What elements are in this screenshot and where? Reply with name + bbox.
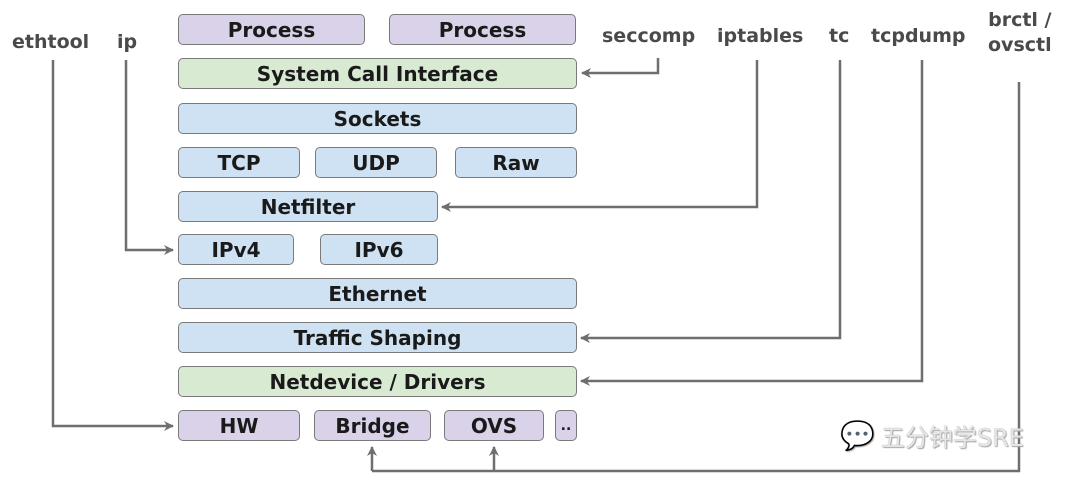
ip-label: ip xyxy=(117,31,138,53)
tcpdump-label: tcpdump xyxy=(871,25,966,47)
netdevice-label: Netdevice / Drivers xyxy=(269,369,486,394)
ipv6-label: IPv6 xyxy=(354,237,404,262)
ethernet-label: Ethernet xyxy=(328,281,427,306)
tcpdump-arrow xyxy=(580,60,924,386)
raw-box: Raw xyxy=(455,147,577,178)
brctl-ovsctl-label: brctl / ovsctl xyxy=(988,8,1052,58)
traffic-shaping-label: Traffic Shaping xyxy=(293,325,462,350)
tcp-box: TCP xyxy=(178,147,300,178)
ovs-label: OVS xyxy=(470,413,518,438)
syscall-label: System Call Interface xyxy=(256,61,499,86)
process-label-1: Process xyxy=(227,17,316,42)
seccomp-label: seccomp xyxy=(602,25,696,47)
bridge-box: Bridge xyxy=(314,410,431,441)
bridge-label: Bridge xyxy=(335,413,410,438)
udp-box: UDP xyxy=(315,147,437,178)
iptables-label: iptables xyxy=(717,25,804,47)
seccomp-arrow xyxy=(581,58,660,78)
tc-label: tc xyxy=(829,25,850,47)
netfilter-label: Netfilter xyxy=(260,194,356,219)
netdevice-box: Netdevice / Drivers xyxy=(178,366,577,397)
ipv6-box: IPv6 xyxy=(320,234,438,265)
process-box-1: Process xyxy=(178,14,365,45)
tc-arrow xyxy=(580,60,842,343)
sockets-label: Sockets xyxy=(333,106,422,131)
wechat-icon: 💬 xyxy=(840,419,875,452)
process-box-2: Process xyxy=(389,14,576,45)
syscall-box: System Call Interface xyxy=(178,58,577,89)
more-box: .. xyxy=(555,410,577,441)
ipv4-box: IPv4 xyxy=(178,234,294,265)
netfilter-box: Netfilter xyxy=(178,191,438,222)
brctl-label: brctl / xyxy=(988,9,1052,31)
ipv4-label: IPv4 xyxy=(211,237,261,262)
brctl-line xyxy=(372,82,1021,473)
ethernet-box: Ethernet xyxy=(178,278,577,309)
iptables-arrow xyxy=(441,60,759,212)
more-label: .. xyxy=(560,417,572,434)
hw-box: HW xyxy=(178,410,300,441)
tcp-label: TCP xyxy=(217,150,261,175)
sockets-box: Sockets xyxy=(178,103,577,134)
traffic-shaping-box: Traffic Shaping xyxy=(178,322,577,353)
ovs-box: OVS xyxy=(444,410,544,441)
ovsctl-label: ovsctl xyxy=(988,34,1052,56)
ip-arrow xyxy=(124,60,174,255)
ethtool-label: ethtool xyxy=(12,31,90,53)
hw-label: HW xyxy=(219,413,259,438)
raw-label: Raw xyxy=(492,150,540,175)
process-label-2: Process xyxy=(438,17,527,42)
ethtool-arrow xyxy=(51,60,174,431)
watermark: 💬 五分钟学SRE xyxy=(840,418,1024,453)
udp-label: UDP xyxy=(352,150,400,175)
watermark-text: 五分钟学SRE xyxy=(880,424,1024,452)
